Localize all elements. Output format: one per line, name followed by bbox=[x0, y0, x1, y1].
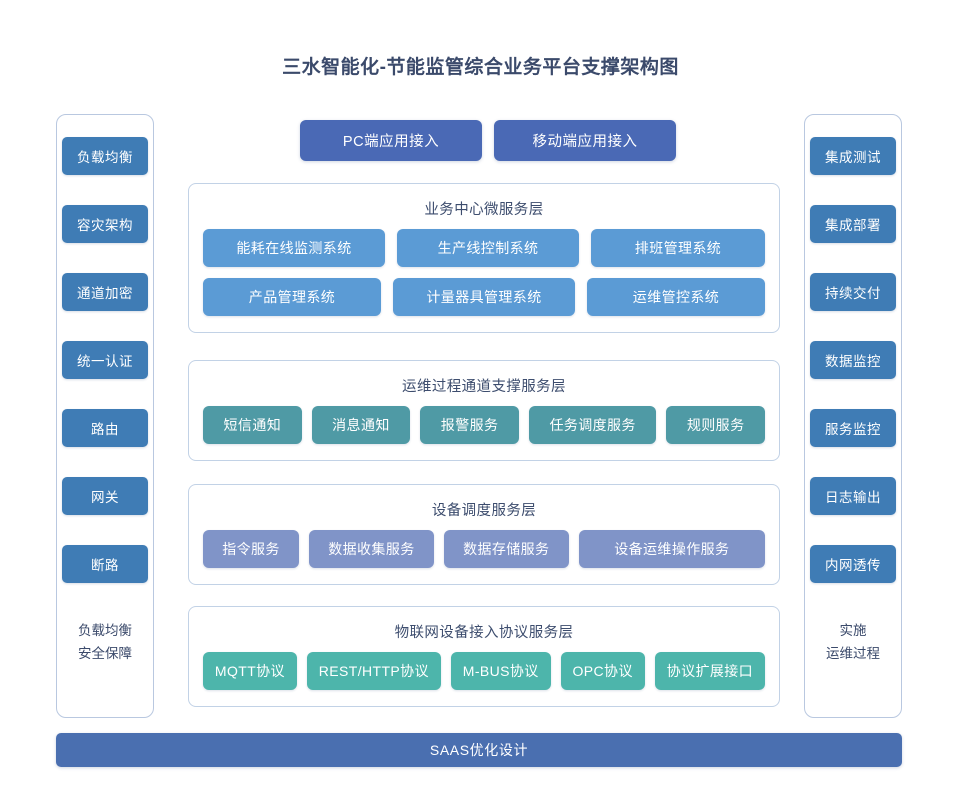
pillar-item-intranet-tunnel[interactable]: 内网透传 bbox=[810, 545, 896, 583]
saas-optimization-bar[interactable]: SAAS优化设计 bbox=[56, 733, 902, 767]
layer-title-device: 设备调度服务层 bbox=[431, 503, 537, 519]
chip-metering-device-management-system[interactable]: 计量器具管理系统 bbox=[393, 278, 575, 316]
pillar-item-integration-test[interactable]: 集成测试 bbox=[810, 137, 896, 175]
pillar-item-routing[interactable]: 路由 bbox=[62, 409, 148, 447]
right-pillar-footer-line-1: 实施 bbox=[839, 623, 867, 638]
pillar-item-unified-auth[interactable]: 统一认证 bbox=[62, 341, 148, 379]
pillar-item-disaster-recovery[interactable]: 容灾架构 bbox=[62, 205, 148, 243]
layer-row-device-1: 指令服务 数据收集服务 数据存储服务 设备运维操作服务 bbox=[189, 530, 779, 568]
right-pillar-footer: 实施 运维过程 bbox=[826, 619, 880, 665]
chip-ops-control-system[interactable]: 运维管控系统 bbox=[587, 278, 765, 316]
chip-protocol-extension-interface[interactable]: 协议扩展接口 bbox=[654, 652, 765, 690]
chip-production-line-control-system[interactable]: 生产线控制系统 bbox=[397, 229, 579, 267]
right-pillar: 集成测试 集成部署 持续交付 数据监控 服务监控 日志输出 内网透传 实施 运维… bbox=[804, 114, 902, 718]
chip-product-management-system[interactable]: 产品管理系统 bbox=[203, 278, 381, 316]
layer-title-ops: 运维过程通道支撑服务层 bbox=[402, 379, 566, 395]
layer-business-microservice: 业务中心微服务层 能耗在线监测系统 生产线控制系统 排班管理系统 产品管理系统 … bbox=[188, 183, 780, 333]
pillar-item-log-output[interactable]: 日志输出 bbox=[810, 477, 896, 515]
pillar-item-integration-deploy[interactable]: 集成部署 bbox=[810, 205, 896, 243]
layer-ops-channel-support: 运维过程通道支撑服务层 短信通知 消息通知 报警服务 任务调度服务 规则服务 bbox=[188, 360, 780, 461]
layer-title-iot: 物联网设备接入协议服务层 bbox=[394, 625, 574, 641]
chip-rest-http-protocol[interactable]: REST/HTTP协议 bbox=[306, 652, 441, 690]
chip-mbus-protocol[interactable]: M-BUS协议 bbox=[450, 652, 551, 690]
chip-energy-monitoring-system[interactable]: 能耗在线监测系统 bbox=[203, 229, 385, 267]
pillar-item-channel-encryption[interactable]: 通道加密 bbox=[62, 273, 148, 311]
layer-row-business-1: 能耗在线监测系统 生产线控制系统 排班管理系统 bbox=[189, 229, 779, 267]
right-pillar-footer-line-2: 运维过程 bbox=[826, 646, 880, 661]
layer-row-iot-1: MQTT协议 REST/HTTP协议 M-BUS协议 OPC协议 协议扩展接口 bbox=[189, 652, 779, 690]
pillar-item-continuous-delivery[interactable]: 持续交付 bbox=[810, 273, 896, 311]
left-pillar: 负载均衡 容灾架构 通道加密 统一认证 路由 网关 断路 负载均衡 安全保障 bbox=[56, 114, 154, 718]
pillar-item-service-monitoring[interactable]: 服务监控 bbox=[810, 409, 896, 447]
chip-sms-notification[interactable]: 短信通知 bbox=[203, 406, 302, 444]
chip-data-storage-service[interactable]: 数据存储服务 bbox=[443, 530, 569, 568]
application-access-row: PC端应用接入 移动端应用接入 bbox=[300, 120, 676, 161]
access-button-pc[interactable]: PC端应用接入 bbox=[300, 120, 482, 161]
layer-device-scheduling: 设备调度服务层 指令服务 数据收集服务 数据存储服务 设备运维操作服务 bbox=[188, 484, 780, 585]
page-title: 三水智能化-节能监管综合业务平台支撑架构图 bbox=[282, 57, 679, 78]
pillar-item-gateway[interactable]: 网关 bbox=[62, 477, 148, 515]
pillar-item-load-balance[interactable]: 负载均衡 bbox=[62, 137, 148, 175]
layer-row-business-2: 产品管理系统 计量器具管理系统 运维管控系统 bbox=[189, 278, 779, 316]
chip-data-collection-service[interactable]: 数据收集服务 bbox=[309, 530, 434, 568]
chip-command-service[interactable]: 指令服务 bbox=[203, 530, 300, 568]
access-button-mobile[interactable]: 移动端应用接入 bbox=[494, 120, 676, 161]
chip-rule-service[interactable]: 规则服务 bbox=[666, 406, 765, 444]
chip-alarm-service[interactable]: 报警服务 bbox=[420, 406, 519, 444]
chip-mqtt-protocol[interactable]: MQTT协议 bbox=[203, 652, 297, 690]
layer-iot-protocol-access: 物联网设备接入协议服务层 MQTT协议 REST/HTTP协议 M-BUS协议 … bbox=[188, 606, 780, 707]
chip-device-ops-operation-service[interactable]: 设备运维操作服务 bbox=[578, 530, 765, 568]
layer-row-ops-1: 短信通知 消息通知 报警服务 任务调度服务 规则服务 bbox=[189, 406, 779, 444]
chip-shift-management-system[interactable]: 排班管理系统 bbox=[591, 229, 765, 267]
layer-title-business: 业务中心微服务层 bbox=[424, 202, 544, 218]
pillar-item-data-monitoring[interactable]: 数据监控 bbox=[810, 341, 896, 379]
left-pillar-footer-line-1: 负载均衡 bbox=[78, 623, 132, 638]
left-pillar-footer: 负载均衡 安全保障 bbox=[78, 619, 132, 665]
chip-message-notification[interactable]: 消息通知 bbox=[311, 406, 411, 444]
left-pillar-footer-line-2: 安全保障 bbox=[78, 646, 132, 661]
chip-task-scheduling-service[interactable]: 任务调度服务 bbox=[528, 406, 657, 444]
pillar-item-circuit-breaker[interactable]: 断路 bbox=[62, 545, 148, 583]
chip-opc-protocol[interactable]: OPC协议 bbox=[560, 652, 645, 690]
